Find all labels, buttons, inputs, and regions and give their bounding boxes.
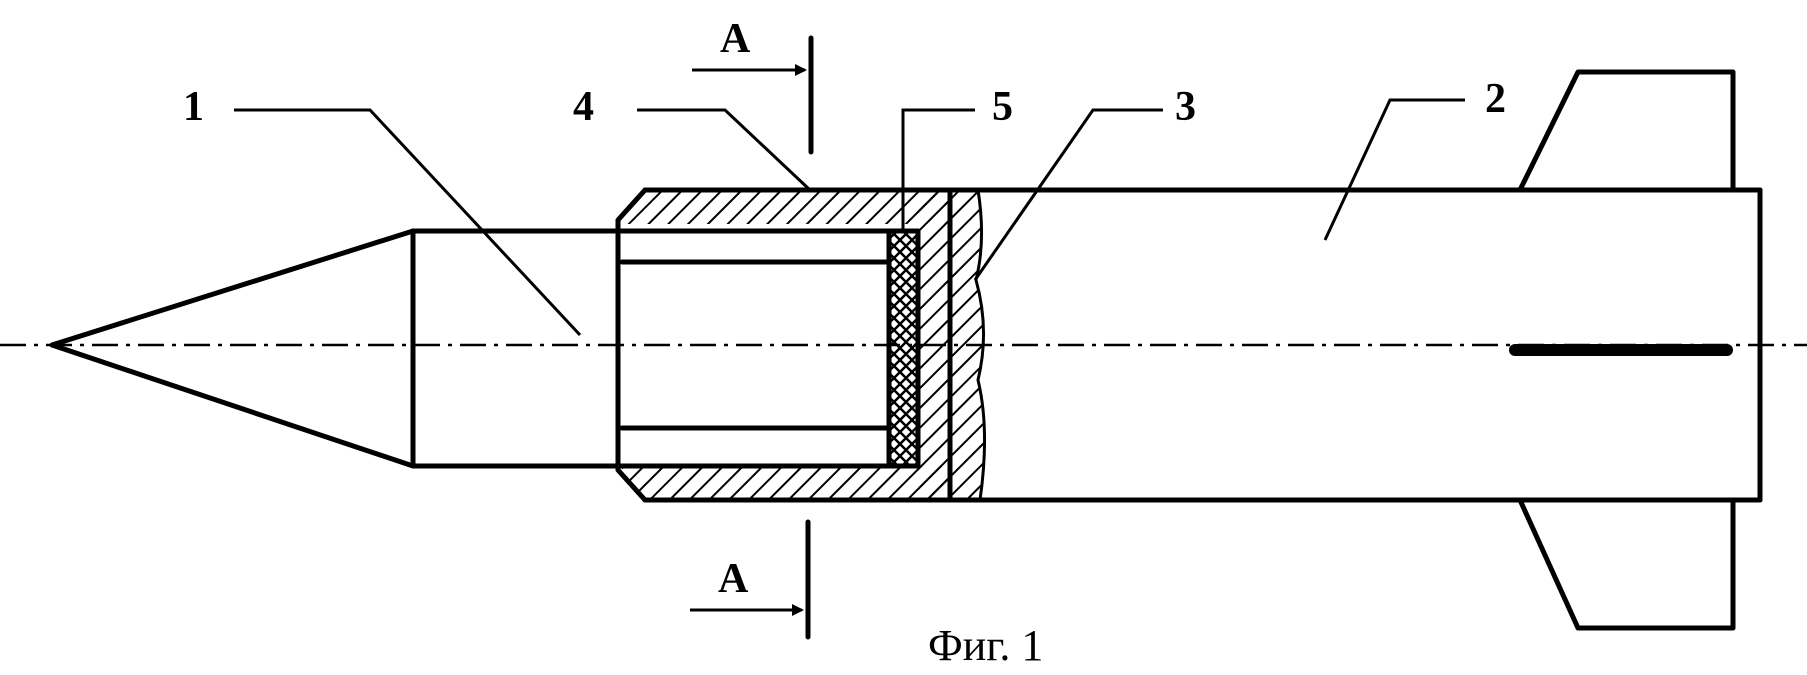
label-part-4: 4: [573, 84, 594, 130]
section-mark-top: А: [692, 16, 811, 152]
figure-caption: Фиг. 1: [928, 621, 1043, 670]
section-mark-bottom: А: [690, 522, 808, 637]
leader-line-4: [637, 110, 810, 190]
leader-line-3: [975, 110, 1163, 280]
inner-insert: [622, 231, 918, 466]
leader-line-2: [1325, 100, 1465, 240]
label-part-2: 2: [1485, 76, 1506, 122]
label-part-1: 1: [183, 84, 204, 130]
label-part-3: 3: [1175, 84, 1196, 130]
layer-part-3: [950, 190, 985, 500]
nose-cone: [52, 231, 630, 466]
section-label-bottom: А: [718, 556, 749, 602]
leader-line-1: [234, 110, 580, 335]
label-part-5: 5: [992, 84, 1013, 130]
section-label-top: А: [720, 16, 751, 62]
